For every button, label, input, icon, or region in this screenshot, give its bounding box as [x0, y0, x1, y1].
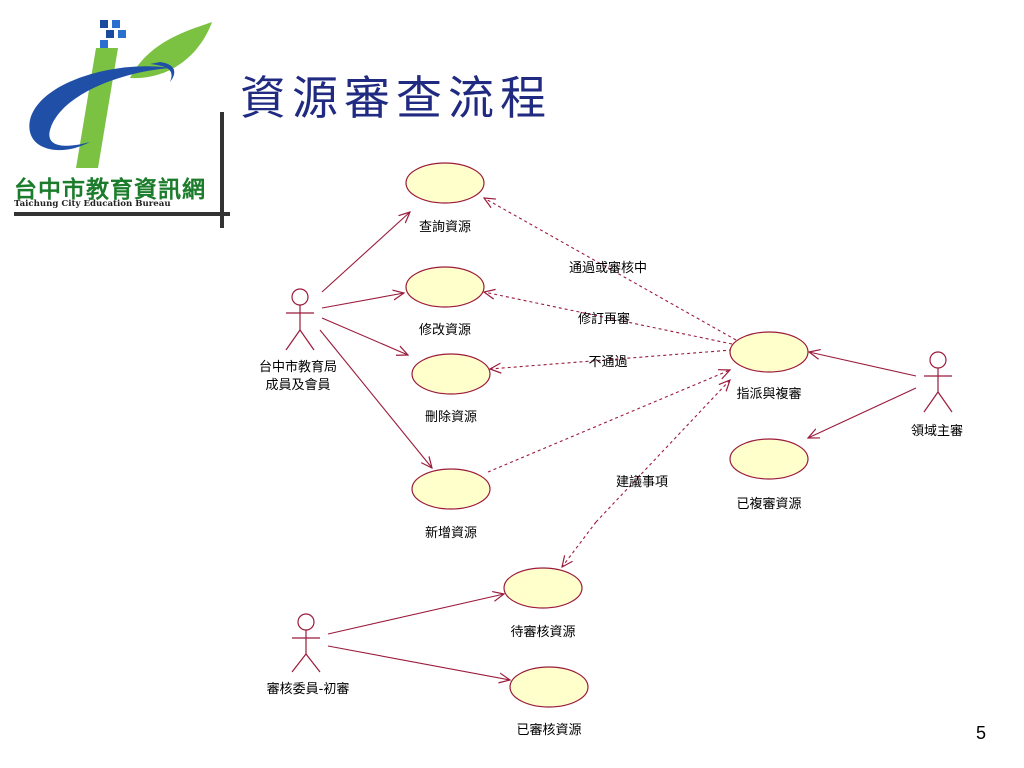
- use-case-ellipses: [405, 162, 809, 708]
- slide-title: 資源審查流程: [240, 71, 552, 125]
- label-edge-suggest: 建議事項: [616, 475, 668, 490]
- label-actor-domain-chief: 領域主審: [911, 423, 963, 439]
- use-case-modify: [405, 266, 485, 308]
- actor-domain-chief: [923, 351, 953, 413]
- logo-subtitle: Taichung City Education Bureau: [14, 199, 171, 209]
- label-actor-reviewer: 審核委員-初審: [267, 682, 350, 697]
- label-modify: 修改資源: [419, 323, 471, 338]
- edge-suggest-assign: [595, 380, 730, 523]
- edge-chief-reviewed-final: [808, 387, 917, 438]
- label-edge-passed: 通過或審核中: [569, 261, 647, 276]
- actor-reviewer: [291, 613, 321, 673]
- label-query: 查詢資源: [419, 219, 471, 235]
- edge-add-assign: [487, 370, 730, 473]
- label-reviewed-final: 已複審資源: [736, 496, 801, 512]
- label-assign: 指派與複審: [736, 386, 801, 402]
- label-edge-rejected: 不通過: [588, 355, 627, 370]
- page-number: 5: [976, 723, 987, 743]
- label-reviewed: 已審核資源: [516, 723, 581, 738]
- label-actor-member-line1: 台中市教育局: [259, 359, 337, 375]
- label-edge-revise: 修訂再審: [578, 311, 630, 327]
- use-case-reviewed-final: [729, 438, 809, 480]
- associations: [319, 212, 917, 680]
- label-actor-member-line2: 成員及會員: [265, 378, 330, 393]
- edge-member-query: [321, 212, 410, 293]
- edge-assign-modify: [484, 292, 733, 345]
- actor-member: [285, 288, 315, 351]
- use-case-reviewed: [509, 666, 589, 708]
- edge-assign-delete: [490, 349, 733, 369]
- use-case-pending: [503, 567, 583, 609]
- edge-reviewer-reviewed: [327, 645, 510, 680]
- use-case-assign: [729, 331, 809, 373]
- edge-chief-assign: [809, 352, 917, 377]
- label-delete: 刪除資源: [425, 410, 477, 425]
- edge-member-delete: [321, 317, 408, 355]
- edge-reviewer-pending: [327, 594, 504, 635]
- logo-graphic: [14, 20, 245, 228]
- edge-suggest-pending: [562, 521, 597, 567]
- label-pending: 待審核資源: [510, 625, 575, 640]
- use-case-delete: [411, 353, 491, 395]
- edge-member-modify: [321, 293, 404, 309]
- logo-name: 台中市教育資訊網: [14, 177, 206, 203]
- edge-member-add: [319, 329, 432, 468]
- dependencies: [484, 198, 737, 567]
- logo: [0, 0, 245, 230]
- use-case-query: [405, 162, 485, 204]
- label-add: 新增資源: [425, 525, 477, 541]
- use-case-add: [411, 468, 491, 510]
- edge-assign-query: [484, 198, 737, 341]
